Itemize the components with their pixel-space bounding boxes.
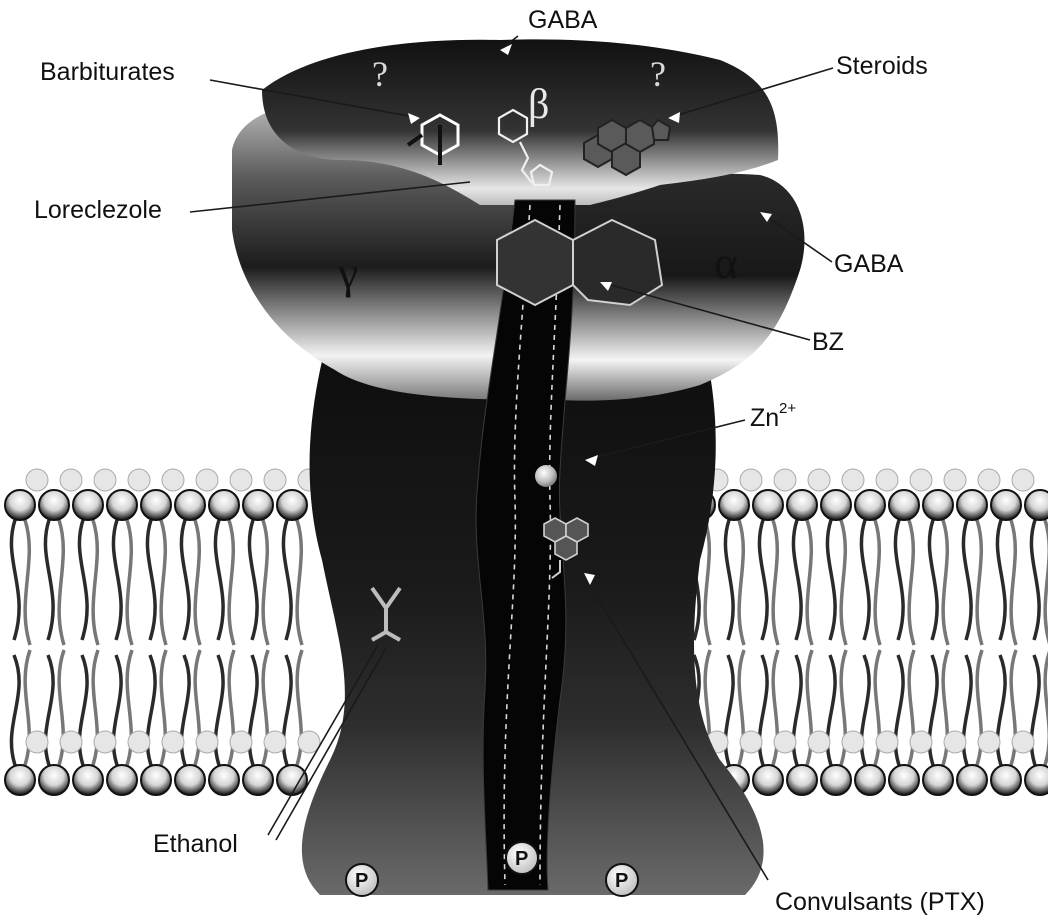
svg-text:P: P bbox=[515, 848, 528, 870]
phospho-site-left: P bbox=[346, 864, 378, 896]
label-ethanol: Ethanol bbox=[153, 830, 238, 858]
zinc-ion bbox=[535, 465, 557, 487]
subunit-alpha: α bbox=[714, 237, 738, 288]
phospho-site-right: P bbox=[606, 864, 638, 896]
subunit-gamma: γ bbox=[337, 247, 358, 298]
svg-text:P: P bbox=[615, 870, 628, 892]
label-loreclezole: Loreclezole bbox=[34, 196, 162, 224]
svg-text:P: P bbox=[355, 870, 368, 892]
label-gaba-top: GABA bbox=[528, 6, 598, 34]
label-zinc-charge: 2+ bbox=[779, 400, 796, 417]
unknown-site-mark-left: ? bbox=[372, 54, 388, 94]
phospho-site-center: P bbox=[506, 842, 538, 874]
label-barbiturates: Barbiturates bbox=[40, 58, 175, 86]
label-convulsants: Convulsants (PTX) bbox=[775, 888, 985, 916]
unknown-site-mark-right: ? bbox=[650, 54, 666, 94]
label-gaba-right: GABA bbox=[834, 250, 904, 278]
label-zinc: Zn bbox=[750, 404, 779, 432]
subunit-beta: β bbox=[528, 82, 549, 128]
label-bz: BZ bbox=[812, 328, 844, 356]
label-steroids: Steroids bbox=[836, 52, 928, 80]
